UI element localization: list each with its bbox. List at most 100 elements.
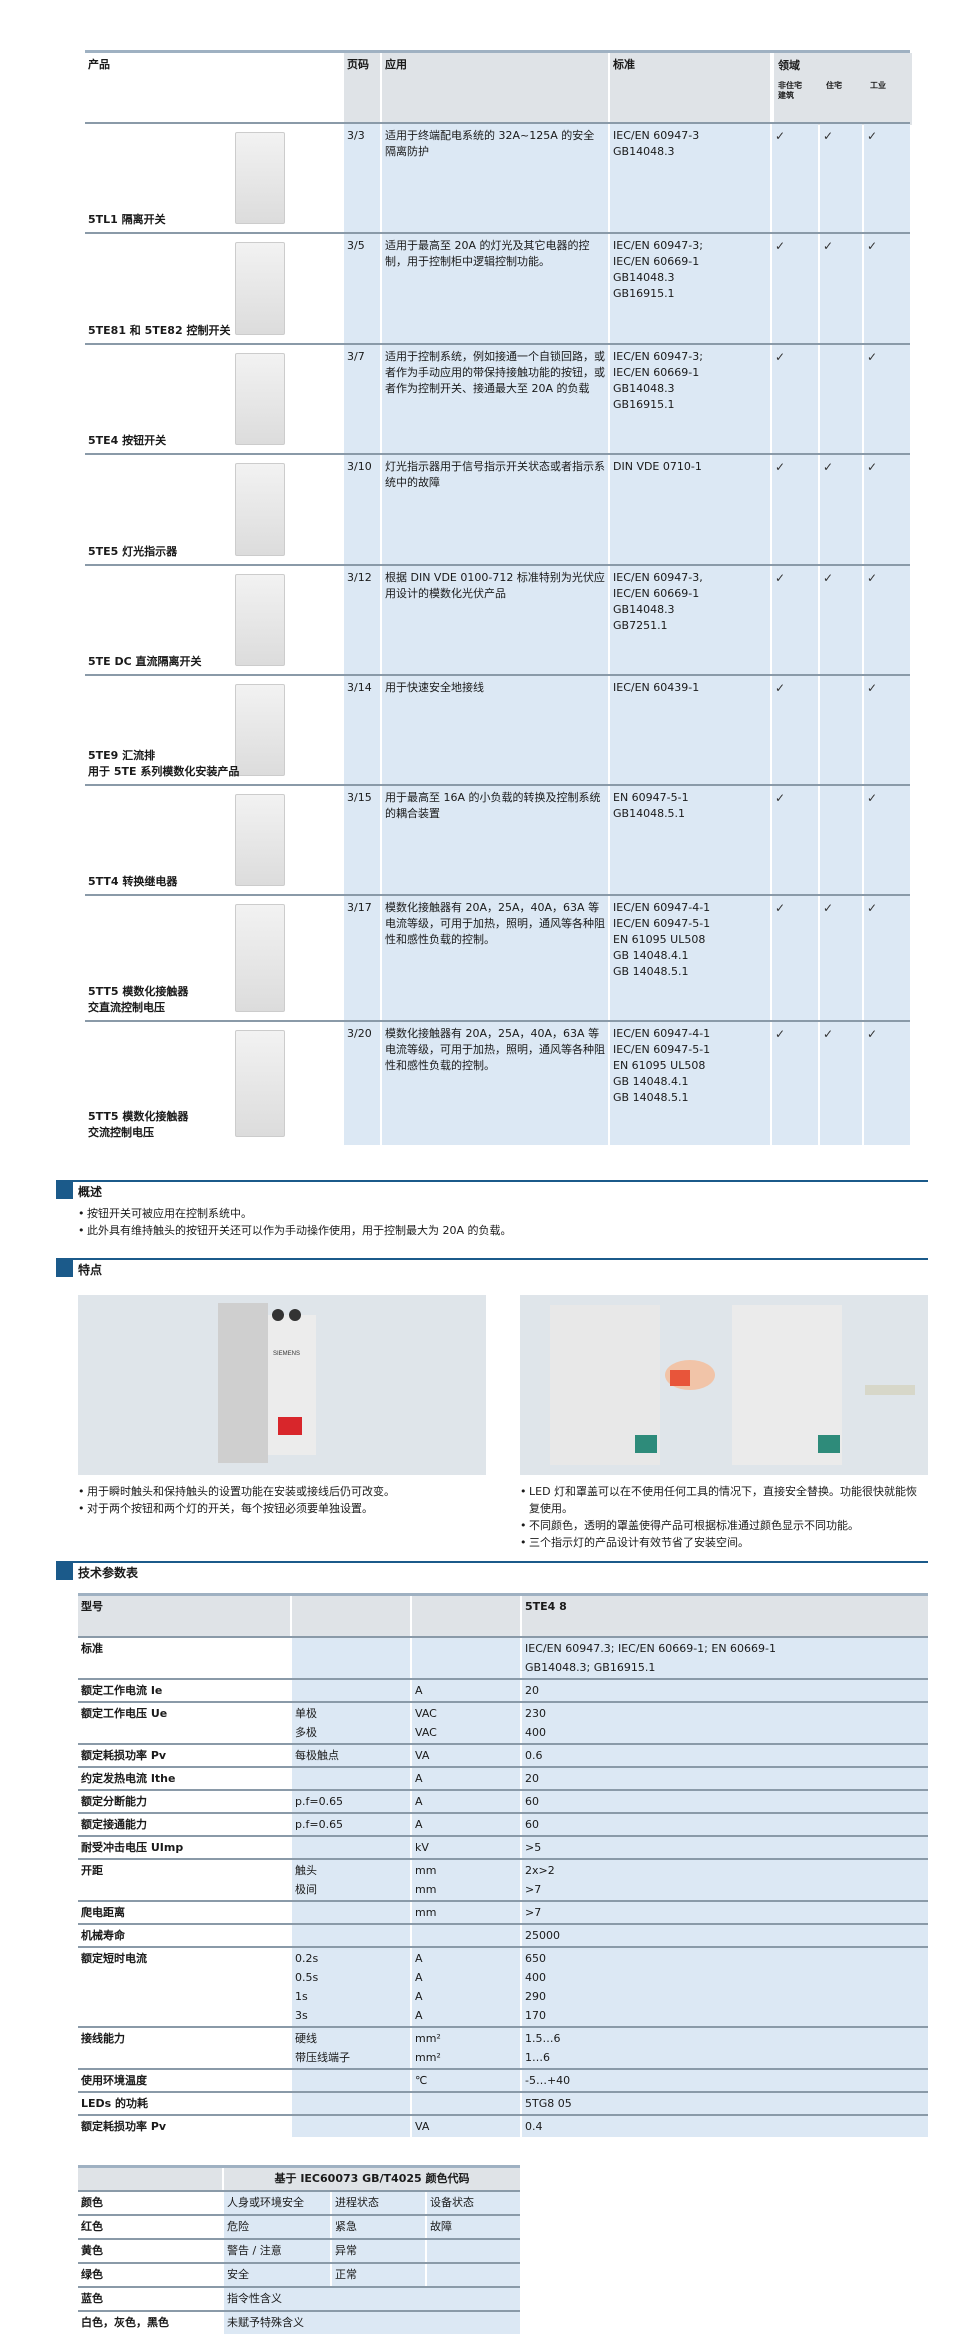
param-unit: mm: [412, 1902, 520, 1923]
check-icon: ✓: [864, 234, 910, 343]
param-label: 使用环境温度: [78, 2070, 290, 2091]
section-title: 特点: [78, 1263, 103, 1277]
standard-text: IEC/EN 60947-3; IEC/EN 60669-1 GB14048.3…: [610, 234, 770, 343]
param-label: 机械寿命: [78, 1925, 290, 1946]
color-cell: 未赋予特殊含义: [224, 2312, 520, 2334]
param-sub: p.f=0.65: [292, 1791, 410, 1812]
section-title: 概述: [78, 1185, 103, 1199]
color-row: 绿色安全正常: [78, 2262, 520, 2286]
param-value: 25000: [522, 1925, 928, 1946]
check-icon: ✓: [772, 345, 818, 453]
application-text: 模数化接触器有 20A，25A，40A，63A 等电流等级，可用于加热，照明，通…: [382, 896, 608, 1020]
bullet: 按钮开关可被应用在控制系统中。: [78, 1205, 512, 1222]
param-value: 20: [522, 1768, 928, 1789]
color-cell: 黄色: [78, 2240, 222, 2262]
section-overview: 概述: [56, 1180, 928, 1200]
features-left-bullets: 用于瞬时触头和保持触头的设置功能在安装或接线后仍可改变。 对于两个按钮和两个灯的…: [78, 1483, 498, 1517]
standard-text: EN 60947-5-1 GB14048.5.1: [610, 786, 770, 894]
param-sub: [292, 2070, 410, 2091]
domain-nonresidential: 非住宅建筑: [778, 81, 802, 100]
param-label: 约定发热电流 Ithe: [78, 1768, 290, 1789]
tech-row: 耐受冲击电压 UImp kV>5: [78, 1835, 928, 1858]
param-value: >5: [522, 1837, 928, 1858]
color-cell: 进程状态: [332, 2192, 425, 2214]
param-sub: [292, 2093, 410, 2114]
param-label: 额定短时电流: [78, 1948, 290, 2026]
product-cell: 5TE81 和 5TE82 控制开关: [85, 234, 342, 343]
product-name: 5TE81 和 5TE82 控制开关: [88, 324, 231, 337]
param-sub: 硬线带压线端子: [292, 2028, 410, 2068]
tech-row: 爬电距离 mm>7: [78, 1900, 928, 1923]
check-icon: ✓: [772, 676, 818, 784]
param-label: 额定耗损功率 Pv: [78, 1745, 290, 1766]
tech-row: 标准 IEC/EN 60947.3; IEC/EN 60669-1; EN 60…: [78, 1636, 928, 1678]
svg-text:SIEMENS: SIEMENS: [273, 1351, 300, 1357]
bullet: 三个指示灯的产品设计有效节省了安装空间。: [520, 1534, 928, 1551]
standard-text: IEC/EN 60947-4-1 IEC/EN 60947-5-1 EN 610…: [610, 1022, 770, 1145]
param-sub: [292, 1680, 410, 1701]
overview-bullets: 按钮开关可被应用在控制系统中。 此外具有维持触头的按钮开关还可以作为手动操作使用…: [78, 1205, 512, 1239]
param-value: 0.4: [522, 2116, 928, 2137]
header-page: 页码: [344, 53, 380, 125]
standard-text: IEC/EN 60947-3 GB14048.3: [610, 124, 770, 232]
check-icon: ✓: [772, 455, 818, 564]
param-unit: A: [412, 1791, 520, 1812]
color-cell: [427, 2240, 520, 2262]
param-unit: A: [412, 1680, 520, 1701]
product-image: [235, 463, 285, 556]
led-replacement-image: [520, 1295, 928, 1475]
product-name: 5TL1 隔离开关: [88, 213, 166, 226]
check-icon: ✓: [820, 455, 862, 564]
check-icon: ✓: [820, 1022, 862, 1145]
check-icon: ✓: [772, 566, 818, 674]
param-value: 5TG8 05: [522, 2093, 928, 2114]
color-row: 蓝色指令性含义: [78, 2286, 520, 2310]
section-marker-icon: [56, 1563, 73, 1580]
application-text: 用于快速安全地接线: [382, 676, 608, 784]
product-name: 5TE9 汇流排 用于 5TE 系列模数化安装产品: [88, 749, 240, 778]
color-cell: 故障: [427, 2216, 520, 2238]
color-cell: 绿色: [78, 2264, 222, 2286]
pushbutton-image: SIEMENS: [78, 1295, 486, 1475]
tech-row: 使用环境温度 ℃-5…+40: [78, 2068, 928, 2091]
param-label: 接线能力: [78, 2028, 290, 2068]
application-text: 适用于终端配电系统的 32A~125A 的安全隔离防护: [382, 124, 608, 232]
check-icon: [820, 345, 862, 453]
color-cell: 指令性含义: [224, 2288, 520, 2310]
param-sub: [292, 1768, 410, 1789]
param-label: 额定分断能力: [78, 1791, 290, 1812]
standard-text: IEC/EN 60947-3; IEC/EN 60669-1 GB14048.3…: [610, 345, 770, 453]
color-cell: 红色: [78, 2216, 222, 2238]
check-icon: ✓: [772, 234, 818, 343]
param-value: >7: [522, 1902, 928, 1923]
header-domain: 领域 非住宅建筑 住宅 工业: [774, 53, 912, 125]
param-sub: 触头极间: [292, 1860, 410, 1900]
tech-row: 机械寿命 25000: [78, 1923, 928, 1946]
product-image: [235, 904, 285, 1012]
check-icon: ✓: [864, 1022, 910, 1145]
bullet: 不同颜色，透明的罩盖使得产品可根据标准通过颜色显示不同功能。: [520, 1517, 928, 1534]
product-cell: 5TT4 转换继电器: [85, 786, 342, 894]
product-image: [235, 794, 285, 886]
color-cell: [427, 2264, 520, 2286]
param-value: 20: [522, 1680, 928, 1701]
product-name: 5TT5 模数化接触器 交流控制电压: [88, 1110, 189, 1139]
product-cell: 5TE9 汇流排 用于 5TE 系列模数化安装产品: [85, 676, 342, 784]
param-unit: kV: [412, 1837, 520, 1858]
model-label: 型号: [78, 1596, 290, 1636]
product-name: 5TT4 转换继电器: [88, 875, 178, 888]
check-icon: ✓: [772, 124, 818, 232]
product-image: [235, 1030, 285, 1137]
